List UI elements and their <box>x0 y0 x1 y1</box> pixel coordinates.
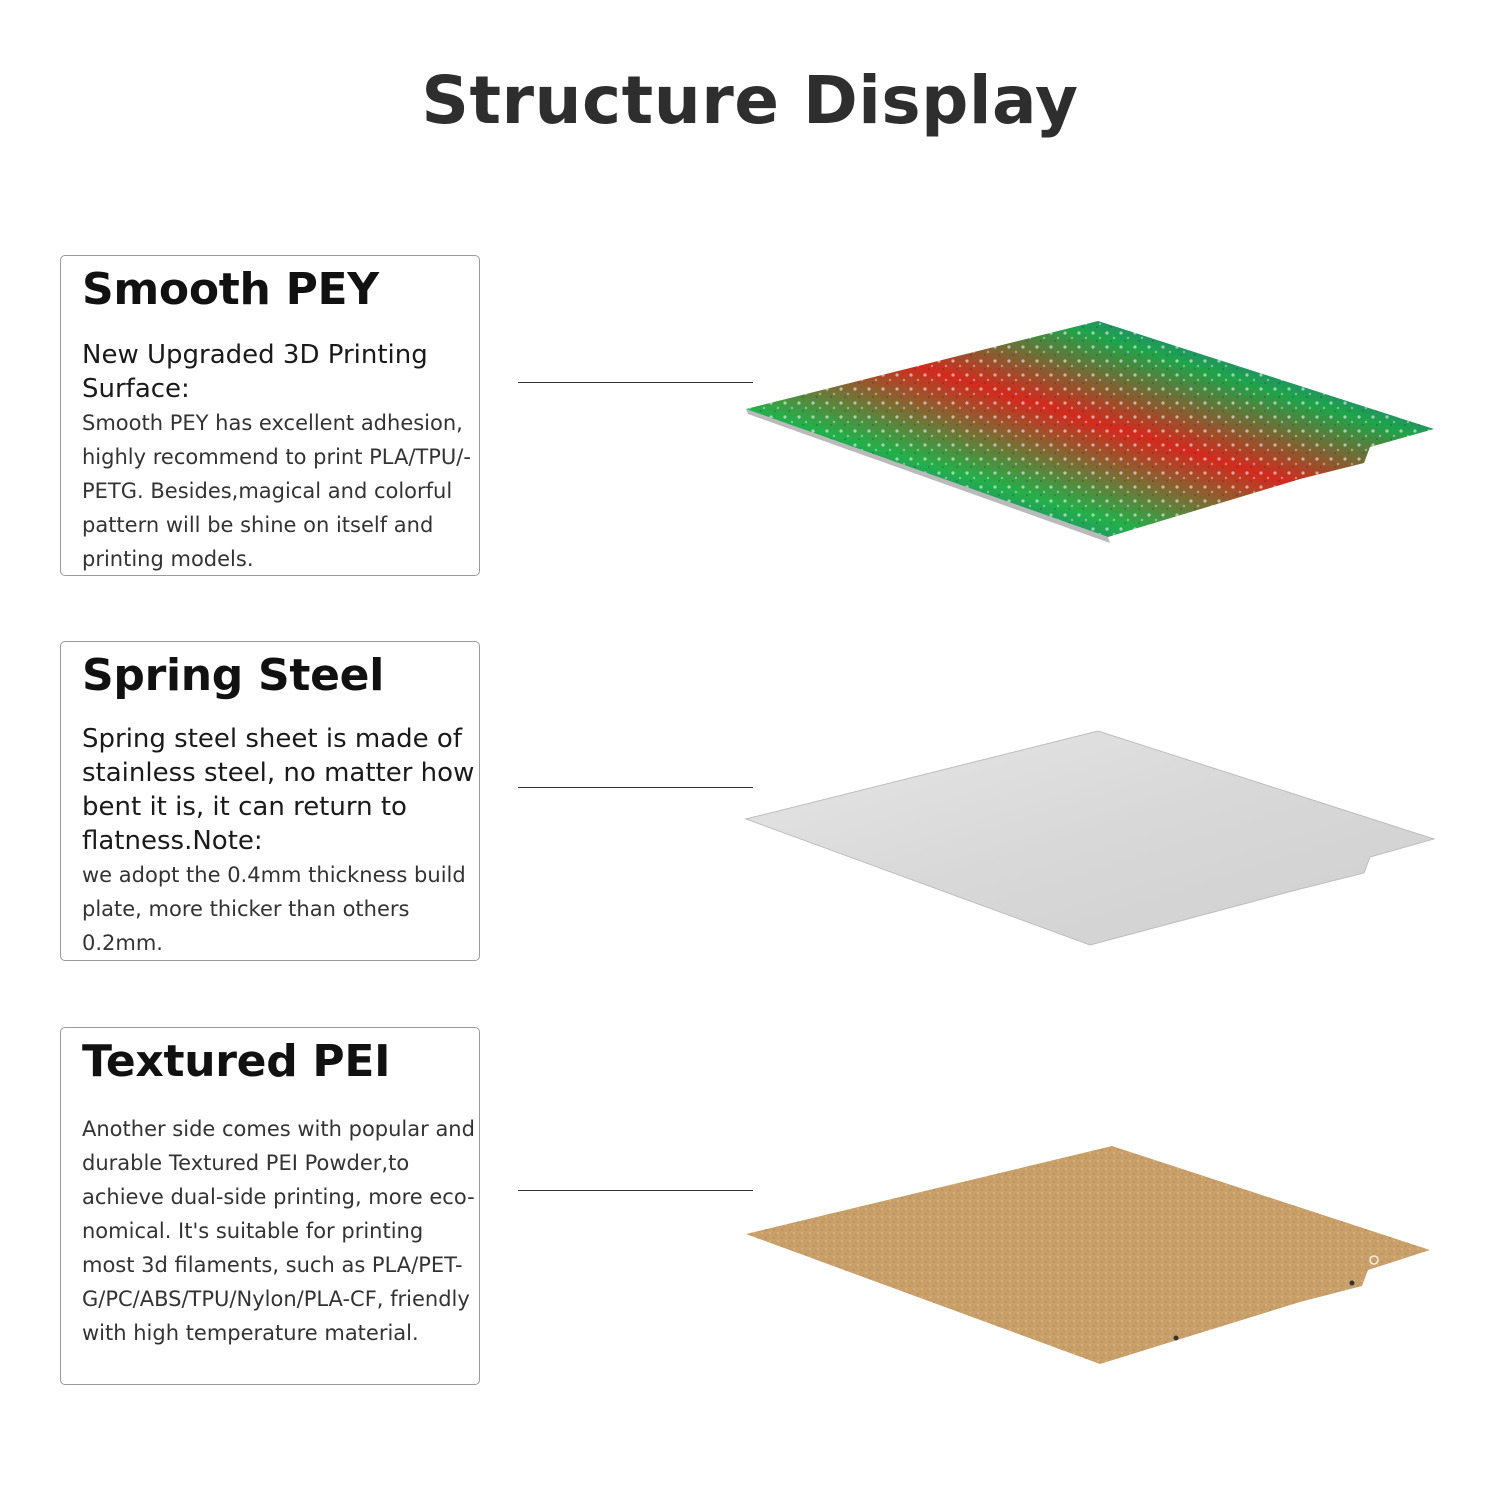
connector-line-textured-pei <box>518 1190 753 1191</box>
textured-pei-sheet-image <box>746 1146 1430 1364</box>
card-smooth-pey: Smooth PEY New Upgraded 3D Printing Surf… <box>60 255 480 576</box>
card-title: Textured PEI <box>82 1036 391 1087</box>
spring-steel-sheet-image <box>744 730 1436 946</box>
smooth-pey-sheet-image <box>746 321 1434 543</box>
card-body: Another side comes with popular and dura… <box>82 1117 475 1345</box>
card-textured-pei: Textured PEI Another side comes with pop… <box>60 1027 480 1385</box>
page-title: Structure Display <box>421 62 1079 139</box>
connector-line-spring-steel <box>518 787 753 788</box>
card-lead: New Upgraded 3D Printing Surface: <box>82 340 428 404</box>
card-body: we adopt the 0.4mm thickness build plate… <box>82 863 466 955</box>
card-title: Smooth PEY <box>82 264 379 315</box>
connector-line-smooth-pey <box>518 382 753 383</box>
card-title: Spring Steel <box>82 650 384 701</box>
card-spring-steel: Spring Steel Spring steel sheet is made … <box>60 641 480 961</box>
card-lead: Spring steel sheet is made of stainless … <box>82 724 475 856</box>
card-body: Smooth PEY has excellent adhesion, highl… <box>82 411 471 571</box>
